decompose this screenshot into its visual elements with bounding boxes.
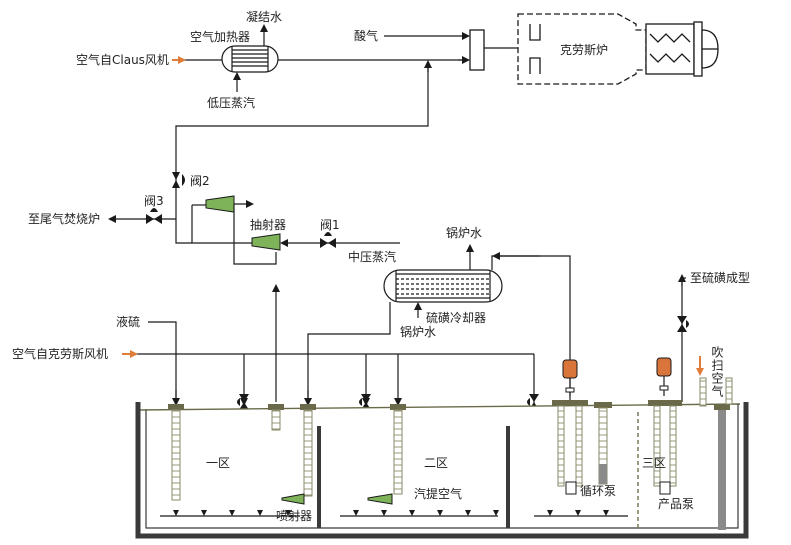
label-air-from-claus-blower: 空气自Claus风机 [76,53,169,67]
circulation-pump-column [594,402,612,485]
label-boiler-water-bottom: 锅炉水 [400,325,437,339]
label-purge-air: 吹扫空气 [710,346,724,398]
label-ejector: 抽射器 [250,218,287,232]
label-liquid-sulfur: 液硫 [116,315,141,329]
valve-2 [172,172,185,188]
label-air-heater: 空气加热器 [190,30,251,44]
label-to-tail-gas-incinerator: 至尾气焚烧炉 [28,212,101,226]
label-valve-3: 阀3 [144,194,164,208]
sprayer-zone1 [281,493,305,505]
stripping-air-nozzle [493,510,499,516]
valve-product [677,316,689,332]
stripping-air-nozzle [437,510,443,516]
label-stripping-air: 汽提空气 [414,487,463,501]
label-condensate: 凝结水 [246,10,283,24]
label-zone-1: 一区 [206,456,231,470]
partition-1 [317,426,321,528]
label-zone-2: 二区 [424,456,449,470]
label-claus-furnace: 克劳斯炉 [560,43,609,57]
sulfur-cooler [383,269,503,303]
label-product-pump: 产品泵 [658,497,695,511]
stripping-air-nozzle [173,510,179,516]
stripping-air-nozzle [201,510,207,516]
ejector-upper [205,195,235,213]
ejector-outlet-line [175,62,429,190]
label-air-from-claus-furnace-blower: 空气自克劳斯风机 [12,347,109,361]
label-sulfur-cooler: 硫磺冷却器 [426,311,487,325]
claus-furnace [469,13,719,85]
stripping-air-nozzle [285,510,291,516]
label-to-sulfur-forming: 至硫磺成型 [690,271,751,285]
product-pump [648,357,682,495]
label-sprayer: 喷射器 [276,509,313,523]
air-heater [221,45,279,73]
stripping-air-nozzle [575,510,581,516]
cooled-sulfur-line [307,302,391,402]
stripping-air-nozzle [603,510,609,516]
ejector-lower [251,233,281,251]
sprayer-zone2 [367,493,393,505]
label-acid-gas: 酸气 [354,29,379,43]
circulation-pump [552,359,588,495]
circulation-return-line [491,255,571,402]
label-circulation-pump: 循环泵 [580,484,617,498]
liquid-sulfur-line [148,321,177,404]
stripping-air-nozzle [465,510,471,516]
valve-1 [320,232,336,248]
valve-3 [146,208,162,224]
partition-2 [506,426,510,528]
stripping-air-nozzle [257,510,263,516]
label-zone-3: 三区 [642,456,667,470]
pit-nozzles [168,377,733,530]
stripping-air-nozzle [409,510,415,516]
stripping-air-nozzle [229,510,235,516]
stripping-air-nozzle [547,510,553,516]
label-valve-2: 阀2 [190,174,210,188]
stripping-air-nozzle [381,510,387,516]
label-medium-pressure-steam: 中压蒸汽 [348,250,397,264]
label-low-pressure-steam: 低压蒸汽 [207,96,256,110]
to-sulfur-forming-line [681,277,686,402]
label-boiler-water-top: 锅炉水 [446,226,483,240]
stripping-air-nozzle [353,510,359,516]
label-valve-1: 阀1 [320,218,340,232]
